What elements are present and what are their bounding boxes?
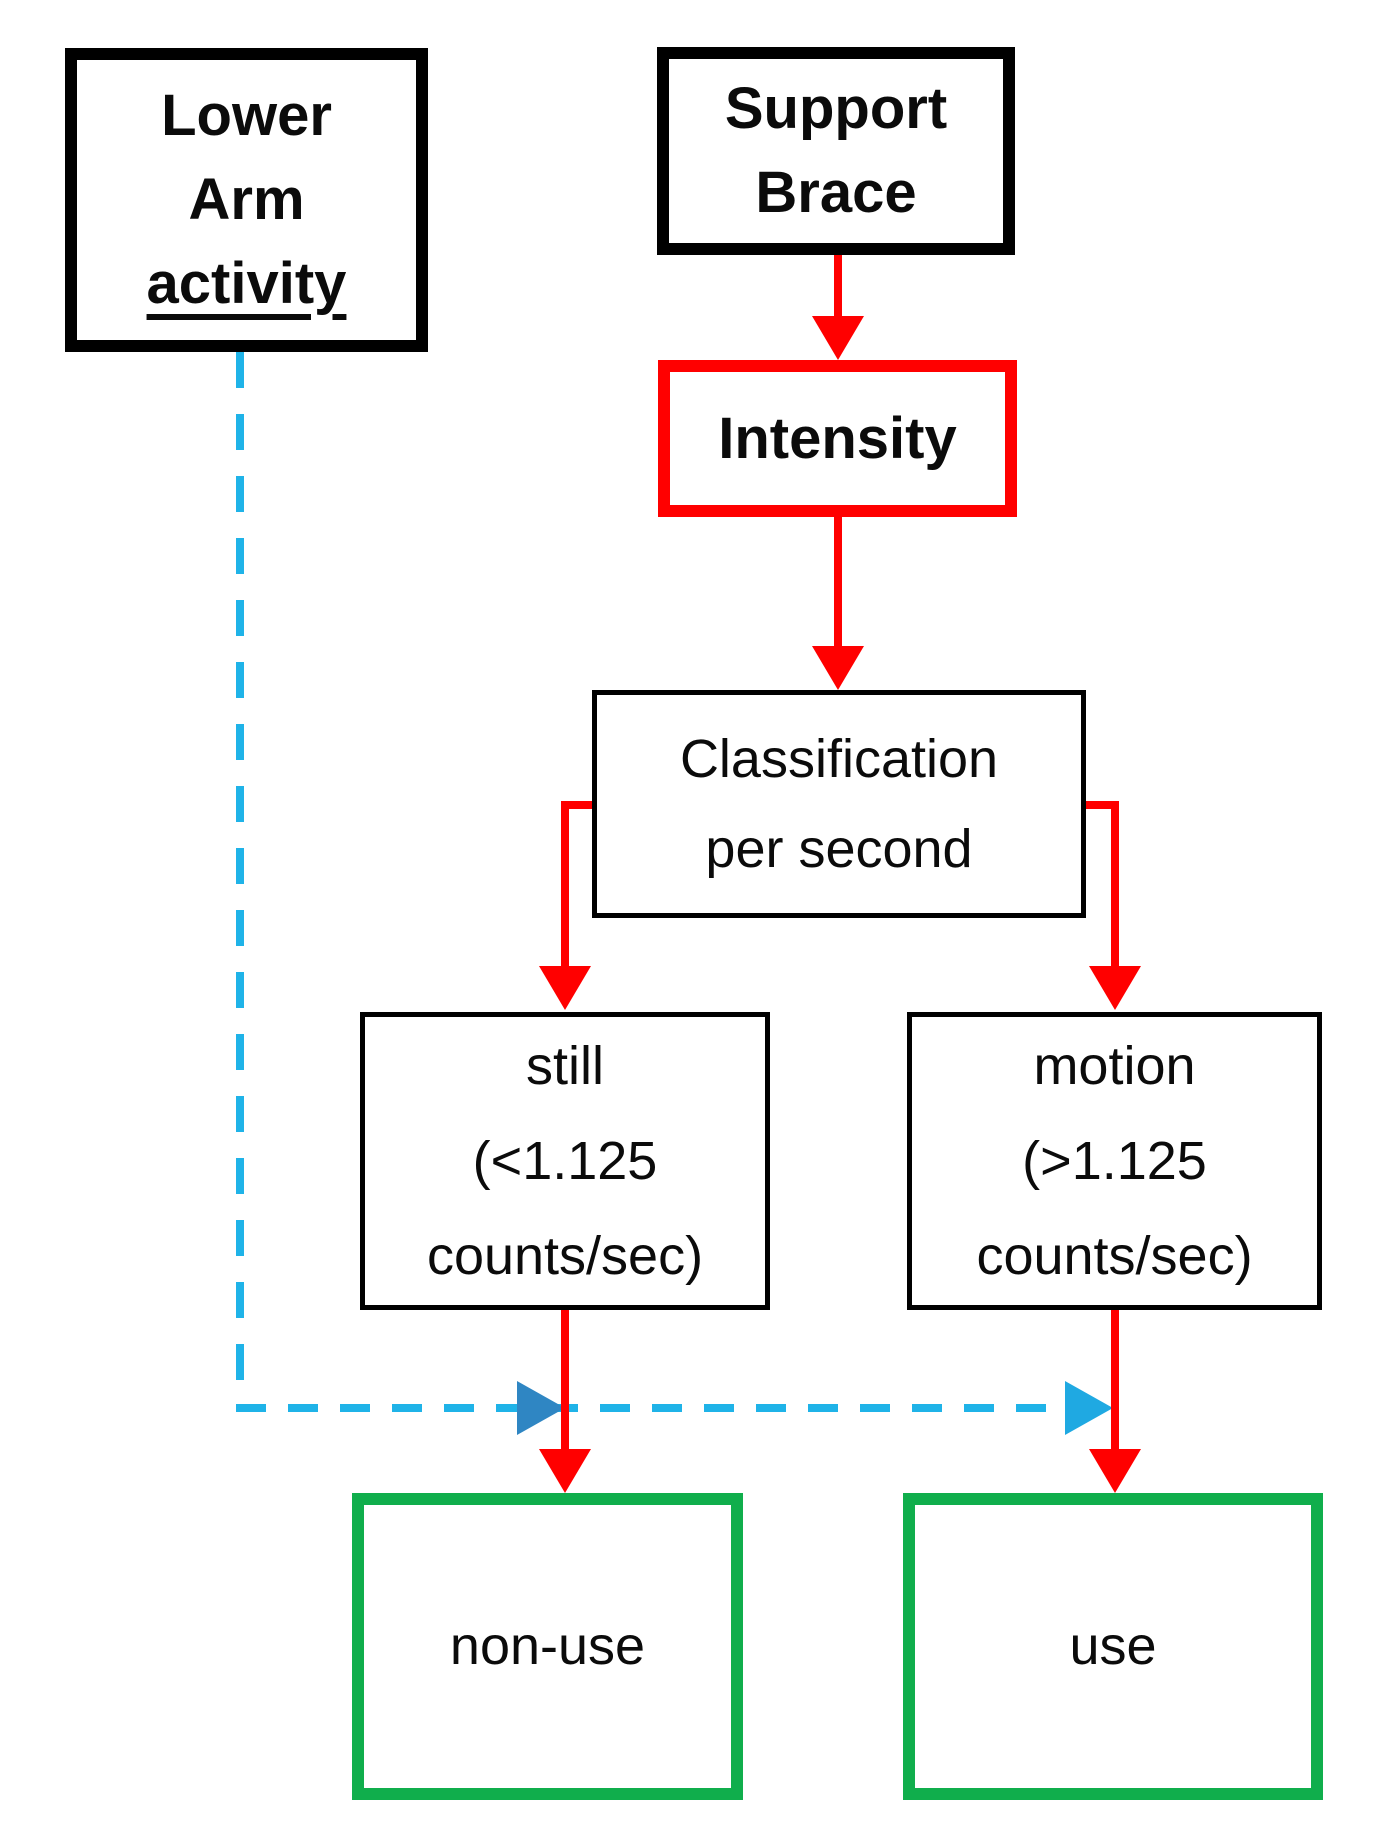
dashed-connector-horizontal <box>236 1404 1065 1412</box>
node-label-line: (<1.125 <box>472 1130 658 1191</box>
node-label-line: Classification <box>679 729 999 789</box>
node-classification-per-second: Classification per second <box>592 690 1086 918</box>
node-label: non-use <box>449 1616 646 1676</box>
node-label-line: counts/sec) <box>976 1225 1253 1286</box>
arrow-support-to-intensity-shaft <box>834 255 842 318</box>
node-label: use <box>1069 1616 1157 1676</box>
node-label-line: Support <box>724 76 948 141</box>
arrow-classification-to-motion-shaft <box>1111 801 1119 968</box>
node-non-use: non-use <box>352 1493 743 1800</box>
arrow-classification-to-still-head-icon <box>539 966 591 1010</box>
arrow-intensity-to-classification-head-icon <box>812 646 864 690</box>
arrow-classification-to-motion-horizontal <box>1086 801 1115 809</box>
node-intensity: Intensity <box>658 360 1017 517</box>
node-label: Intensity <box>718 405 957 471</box>
arrow-support-to-intensity-head-icon <box>812 316 864 360</box>
arrow-still-to-non-use-shaft <box>561 1310 569 1451</box>
node-support-brace: Support Brace <box>657 47 1015 255</box>
node-label-line: (>1.125 <box>1022 1130 1207 1191</box>
node-use: use <box>903 1493 1323 1800</box>
dashed-arrowhead-right-icon <box>517 1381 565 1435</box>
node-label-line: per second <box>705 819 973 879</box>
node-label-line: Brace <box>755 160 917 225</box>
node-lower-arm-activity: Lower Arm activity <box>65 48 428 352</box>
node-label-line-underlined: activity <box>146 251 347 316</box>
arrow-motion-to-use-head-icon <box>1089 1449 1141 1493</box>
node-label-line: Arm <box>188 167 305 232</box>
arrow-motion-to-use-shaft <box>1111 1310 1119 1451</box>
arrow-classification-to-motion-head-icon <box>1089 966 1141 1010</box>
arrow-intensity-to-classification-shaft <box>834 517 842 648</box>
node-label-line: still <box>526 1035 604 1096</box>
node-label-line: motion <box>1033 1035 1196 1096</box>
node-still: still (<1.125 counts/sec) <box>360 1012 770 1310</box>
arrow-classification-to-still-shaft <box>561 801 569 968</box>
node-label-line: counts/sec) <box>426 1225 704 1286</box>
dashed-connector-vertical <box>236 352 244 1412</box>
node-label-line: Lower <box>161 83 332 148</box>
node-motion: motion (>1.125 counts/sec) <box>907 1012 1322 1310</box>
dashed-arrowhead-right-icon <box>1065 1381 1113 1435</box>
arrow-classification-to-still-horizontal <box>565 801 592 809</box>
arrow-still-to-non-use-head-icon <box>539 1449 591 1493</box>
